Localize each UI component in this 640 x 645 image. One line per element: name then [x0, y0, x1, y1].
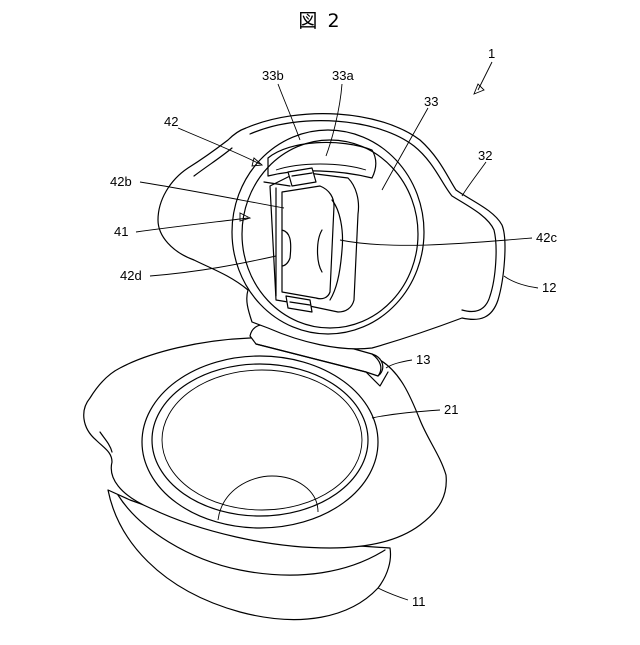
label-1: 1: [488, 46, 495, 61]
label-41: 41: [114, 224, 128, 239]
label-42b: 42b: [110, 174, 132, 189]
frame-member: [264, 168, 359, 312]
label-33b: 33b: [262, 68, 284, 83]
label-33: 33: [424, 94, 438, 109]
label-21: 21: [444, 402, 458, 417]
label-32: 32: [478, 148, 492, 163]
label-42: 42: [164, 114, 178, 129]
label-33a: 33a: [332, 68, 354, 83]
label-42c: 42c: [536, 230, 557, 245]
label-11: 11: [412, 594, 426, 609]
figure-title: 図 2: [0, 6, 640, 33]
label-12: 12: [542, 280, 556, 295]
label-13: 13: [416, 352, 430, 367]
label-42d: 42d: [120, 268, 142, 283]
